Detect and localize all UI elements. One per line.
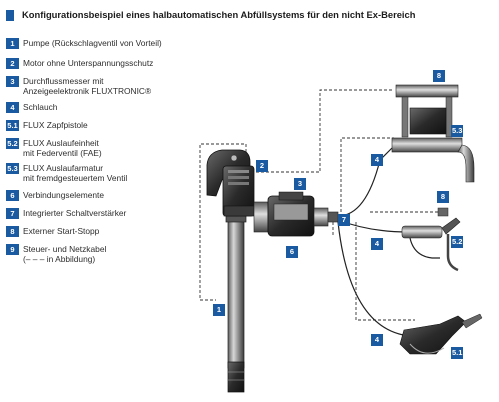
callout-stop-mid: 8	[437, 191, 449, 203]
legend-label: FLUX Auslaufeinheit	[23, 138, 99, 148]
legend-label: Schlauch	[23, 102, 58, 112]
legend-label: Motor ohne Unterspannungsschutz	[23, 58, 154, 68]
motor	[206, 149, 255, 217]
callout-hose-bot: 4	[371, 334, 383, 346]
legend-label: Steuer- und Netzkabel	[23, 244, 107, 254]
legend-label: Pumpe (Rückschlagventil von Vorteil)	[23, 38, 162, 48]
legend-badge: 1	[6, 38, 19, 49]
legend-label: Durchflussmesser mit	[23, 76, 104, 86]
callout-amplifier: 7	[338, 214, 350, 226]
legend-item-4: 4 Schlauch	[6, 102, 57, 113]
legend-badge: 9	[6, 244, 19, 255]
legend-item-5-1: 5.1 FLUX Zapfpistole	[6, 120, 88, 131]
legend-item-8: 8 Externer Start-Stopp	[6, 226, 99, 237]
callout-hose-top: 4	[371, 154, 383, 166]
callout-meter: 3	[294, 178, 306, 190]
callout-fae: 5.2	[451, 236, 464, 248]
legend-item-5-2: 5.2 FLUX Auslaufeinheit mit Federventil …	[6, 138, 102, 158]
pump	[225, 209, 247, 393]
callout-hose-mid: 4	[371, 238, 383, 250]
legend-badge: 6	[6, 190, 19, 201]
nozzle-pistol	[399, 313, 483, 355]
callout-valve: 5.3	[451, 125, 464, 137]
title-marker	[6, 10, 14, 21]
legend-badge: 4	[6, 102, 19, 113]
legend-badge: 7	[6, 208, 19, 219]
fae-nozzle	[401, 207, 461, 272]
legend-label: Externer Start-Stopp	[23, 226, 100, 236]
legend-item-5-3: 5.3 FLUX Auslaufarmatur mit fremdgesteue…	[6, 163, 127, 183]
legend-item-2: 2 Motor ohne Unterspannungsschutz	[6, 58, 153, 69]
legend-badge: 5.1	[6, 120, 19, 131]
legend-label: FLUX Zapfpistole	[23, 120, 88, 130]
legend-label: Verbindungselemente	[23, 190, 105, 200]
legend-badge: 5.3	[6, 163, 19, 174]
legend-label: FLUX Auslaufarmatur	[23, 163, 104, 173]
flow-meter	[253, 191, 339, 237]
callout-nozzle: 5.1	[451, 347, 464, 359]
legend-item-3: 3 Durchflussmesser mit Anzeigeelektronik…	[6, 76, 151, 96]
legend-item-7: 7 Integrierter Schaltverstärker	[6, 208, 126, 219]
callout-motor: 2	[256, 160, 268, 172]
callout-stop-top: 8	[433, 70, 445, 82]
legend-label: Integrierter Schaltverstärker	[23, 208, 127, 218]
page-title: Konfigurationsbeispiel eines halbautomat…	[22, 9, 416, 20]
legend-badge: 8	[6, 226, 19, 237]
legend-label: mit Federventil (FAE)	[23, 148, 102, 158]
legend-label: Anzeigeelektronik FLUXTRONIC®	[23, 86, 152, 96]
legend-item-6: 6 Verbindungselemente	[6, 190, 104, 201]
callout-pump: 1	[213, 304, 225, 316]
legend-item-1: 1 Pumpe (Rückschlagventil von Vorteil)	[6, 38, 162, 49]
legend-label: (– – – in Abbildung)	[23, 254, 96, 264]
legend-item-9: 9 Steuer- und Netzkabel (– – – in Abbild…	[6, 244, 106, 264]
control-cable	[199, 89, 438, 321]
legend-badge: 2	[6, 58, 19, 69]
legend-badge: 3	[6, 76, 19, 87]
callout-connector: 6	[286, 246, 298, 258]
legend-badge: 5.2	[6, 138, 19, 149]
valve-assembly	[391, 84, 475, 183]
legend-label: mit fremdgesteuertem Ventil	[23, 173, 128, 183]
